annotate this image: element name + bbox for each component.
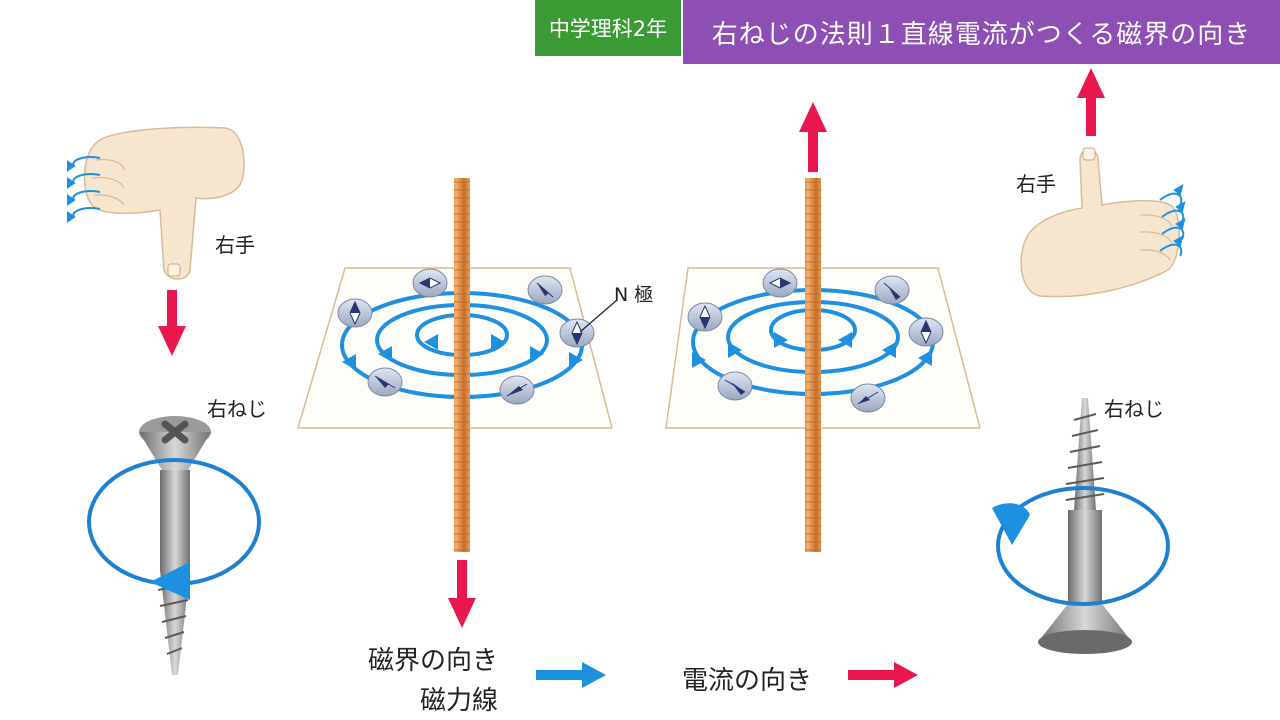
- grade-badge: 中学理科2年: [535, 0, 681, 56]
- field-arrows-left: [342, 334, 583, 370]
- compass-needle-icon: [850, 383, 886, 413]
- compass-needle-icon: [337, 298, 373, 328]
- compass-needle-icon: [874, 275, 910, 305]
- field-arrows-right: [692, 332, 932, 368]
- compass-needle-icon: [527, 275, 563, 305]
- compass-needle-icon: [762, 268, 798, 298]
- current-arrow-up-center: [799, 102, 827, 172]
- current-arrow-down-left: [158, 290, 186, 356]
- compass-needle-icon: [412, 268, 448, 298]
- label-north-pole: N 極: [614, 284, 654, 306]
- legend-current-direction-label: 電流の向き: [682, 666, 813, 696]
- rotation-ring-right: [992, 486, 1170, 606]
- screw-icon-right: [1038, 398, 1132, 654]
- label-right-screw-left: 右ねじ: [207, 397, 267, 421]
- compass-needle-icon: [559, 318, 595, 348]
- compass-needle-icon: [687, 302, 723, 332]
- compass-needle-icon: [367, 367, 403, 397]
- legend-field-direction-label: 磁界の向き: [368, 646, 499, 676]
- current-arrow-down-center: [448, 560, 476, 628]
- current-arrow-up-right: [1077, 68, 1105, 136]
- wire-right: [805, 178, 821, 552]
- rotation-ring-left: [87, 458, 261, 600]
- right-hand-icon-left: [83, 126, 245, 280]
- compass-needle-icon: [717, 371, 753, 401]
- label-right-hand-right: 右手: [1016, 172, 1056, 196]
- finger-curl-arrows-left: [67, 156, 101, 223]
- legend-current-arrow: [848, 662, 918, 688]
- screw-icon-left: [139, 416, 211, 675]
- right-hand-icon-right: [1020, 147, 1180, 298]
- finger-curl-arrows-right: [1159, 183, 1186, 257]
- wire-left: [454, 178, 470, 552]
- legend-field-arrow: [536, 662, 606, 688]
- legend-field-lines-label: 磁力線: [420, 686, 499, 716]
- label-right-hand-left: 右手: [215, 233, 255, 257]
- compass-needle-icon: [499, 375, 535, 405]
- label-right-screw-right: 右ねじ: [1104, 397, 1164, 421]
- page-title: 右ねじの法則１直線電流がつくる磁界の向き: [683, 0, 1280, 64]
- north-pole-pointer: [579, 299, 618, 333]
- compass-needle-icon: [908, 317, 944, 347]
